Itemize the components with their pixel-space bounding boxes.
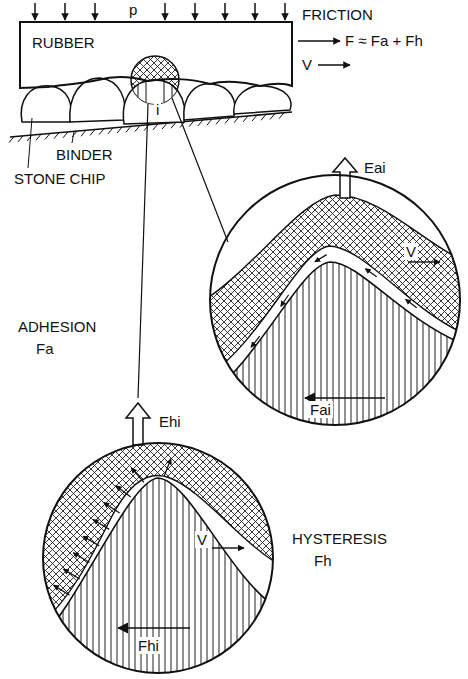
chip-label: i bbox=[154, 101, 161, 118]
velocity-arrow bbox=[408, 261, 440, 262]
stone-hatch bbox=[130, 81, 180, 124]
energy-arrow bbox=[333, 158, 357, 198]
force-arrow bbox=[298, 40, 340, 42]
leader-line bbox=[72, 132, 74, 143]
circle-outline bbox=[43, 443, 273, 673]
velocity-label: V bbox=[404, 243, 418, 260]
velocity-label: V bbox=[195, 531, 209, 548]
energy-arrow bbox=[126, 403, 150, 445]
velocity-label: V bbox=[300, 56, 314, 73]
energy-label: Eai bbox=[362, 159, 388, 176]
force-arrow bbox=[118, 627, 190, 629]
heading: FRICTION bbox=[300, 6, 375, 23]
force-arrow bbox=[305, 397, 385, 399]
pressure-arrows bbox=[54, 459, 171, 596]
hysteresis-detail bbox=[35, 440, 285, 679]
leader-line bbox=[138, 104, 148, 398]
pressure-arrows bbox=[35, 3, 285, 20]
adhesion-circle-outline bbox=[210, 175, 460, 425]
part-name: BINDER bbox=[54, 146, 115, 163]
shear-arrows bbox=[251, 255, 417, 348]
energy-label: Ehi bbox=[157, 413, 183, 430]
rubber-block-outline bbox=[20, 22, 292, 88]
force-label: Fhi bbox=[136, 637, 161, 654]
pressure-label: p bbox=[127, 1, 139, 18]
adhesion-circle: EaiVFai bbox=[210, 175, 460, 425]
force-label: Fa bbox=[34, 340, 56, 357]
velocity-arrow bbox=[318, 64, 350, 66]
leader-line bbox=[172, 98, 228, 242]
adhesion-detail bbox=[205, 195, 465, 440]
equation: F ≈ Fa + Fh bbox=[343, 32, 425, 49]
rubber-outline bbox=[20, 22, 292, 88]
leader-line bbox=[28, 118, 32, 168]
circle-outline bbox=[210, 175, 460, 425]
part-name: STONE CHIP bbox=[12, 170, 107, 187]
mechanism-name: HYSTERESIS bbox=[290, 530, 389, 547]
rubber-block: RUBBER bbox=[20, 22, 292, 88]
hysteresis-circle: EhiVFhi bbox=[43, 443, 273, 673]
mechanism-name: ADHESION bbox=[16, 318, 98, 335]
stone-in-circle bbox=[123, 80, 184, 124]
velocity-arrow bbox=[212, 547, 244, 548]
force-label: Fai bbox=[308, 401, 333, 418]
force-label: Fh bbox=[312, 552, 334, 569]
part-name: RUBBER bbox=[30, 34, 97, 51]
